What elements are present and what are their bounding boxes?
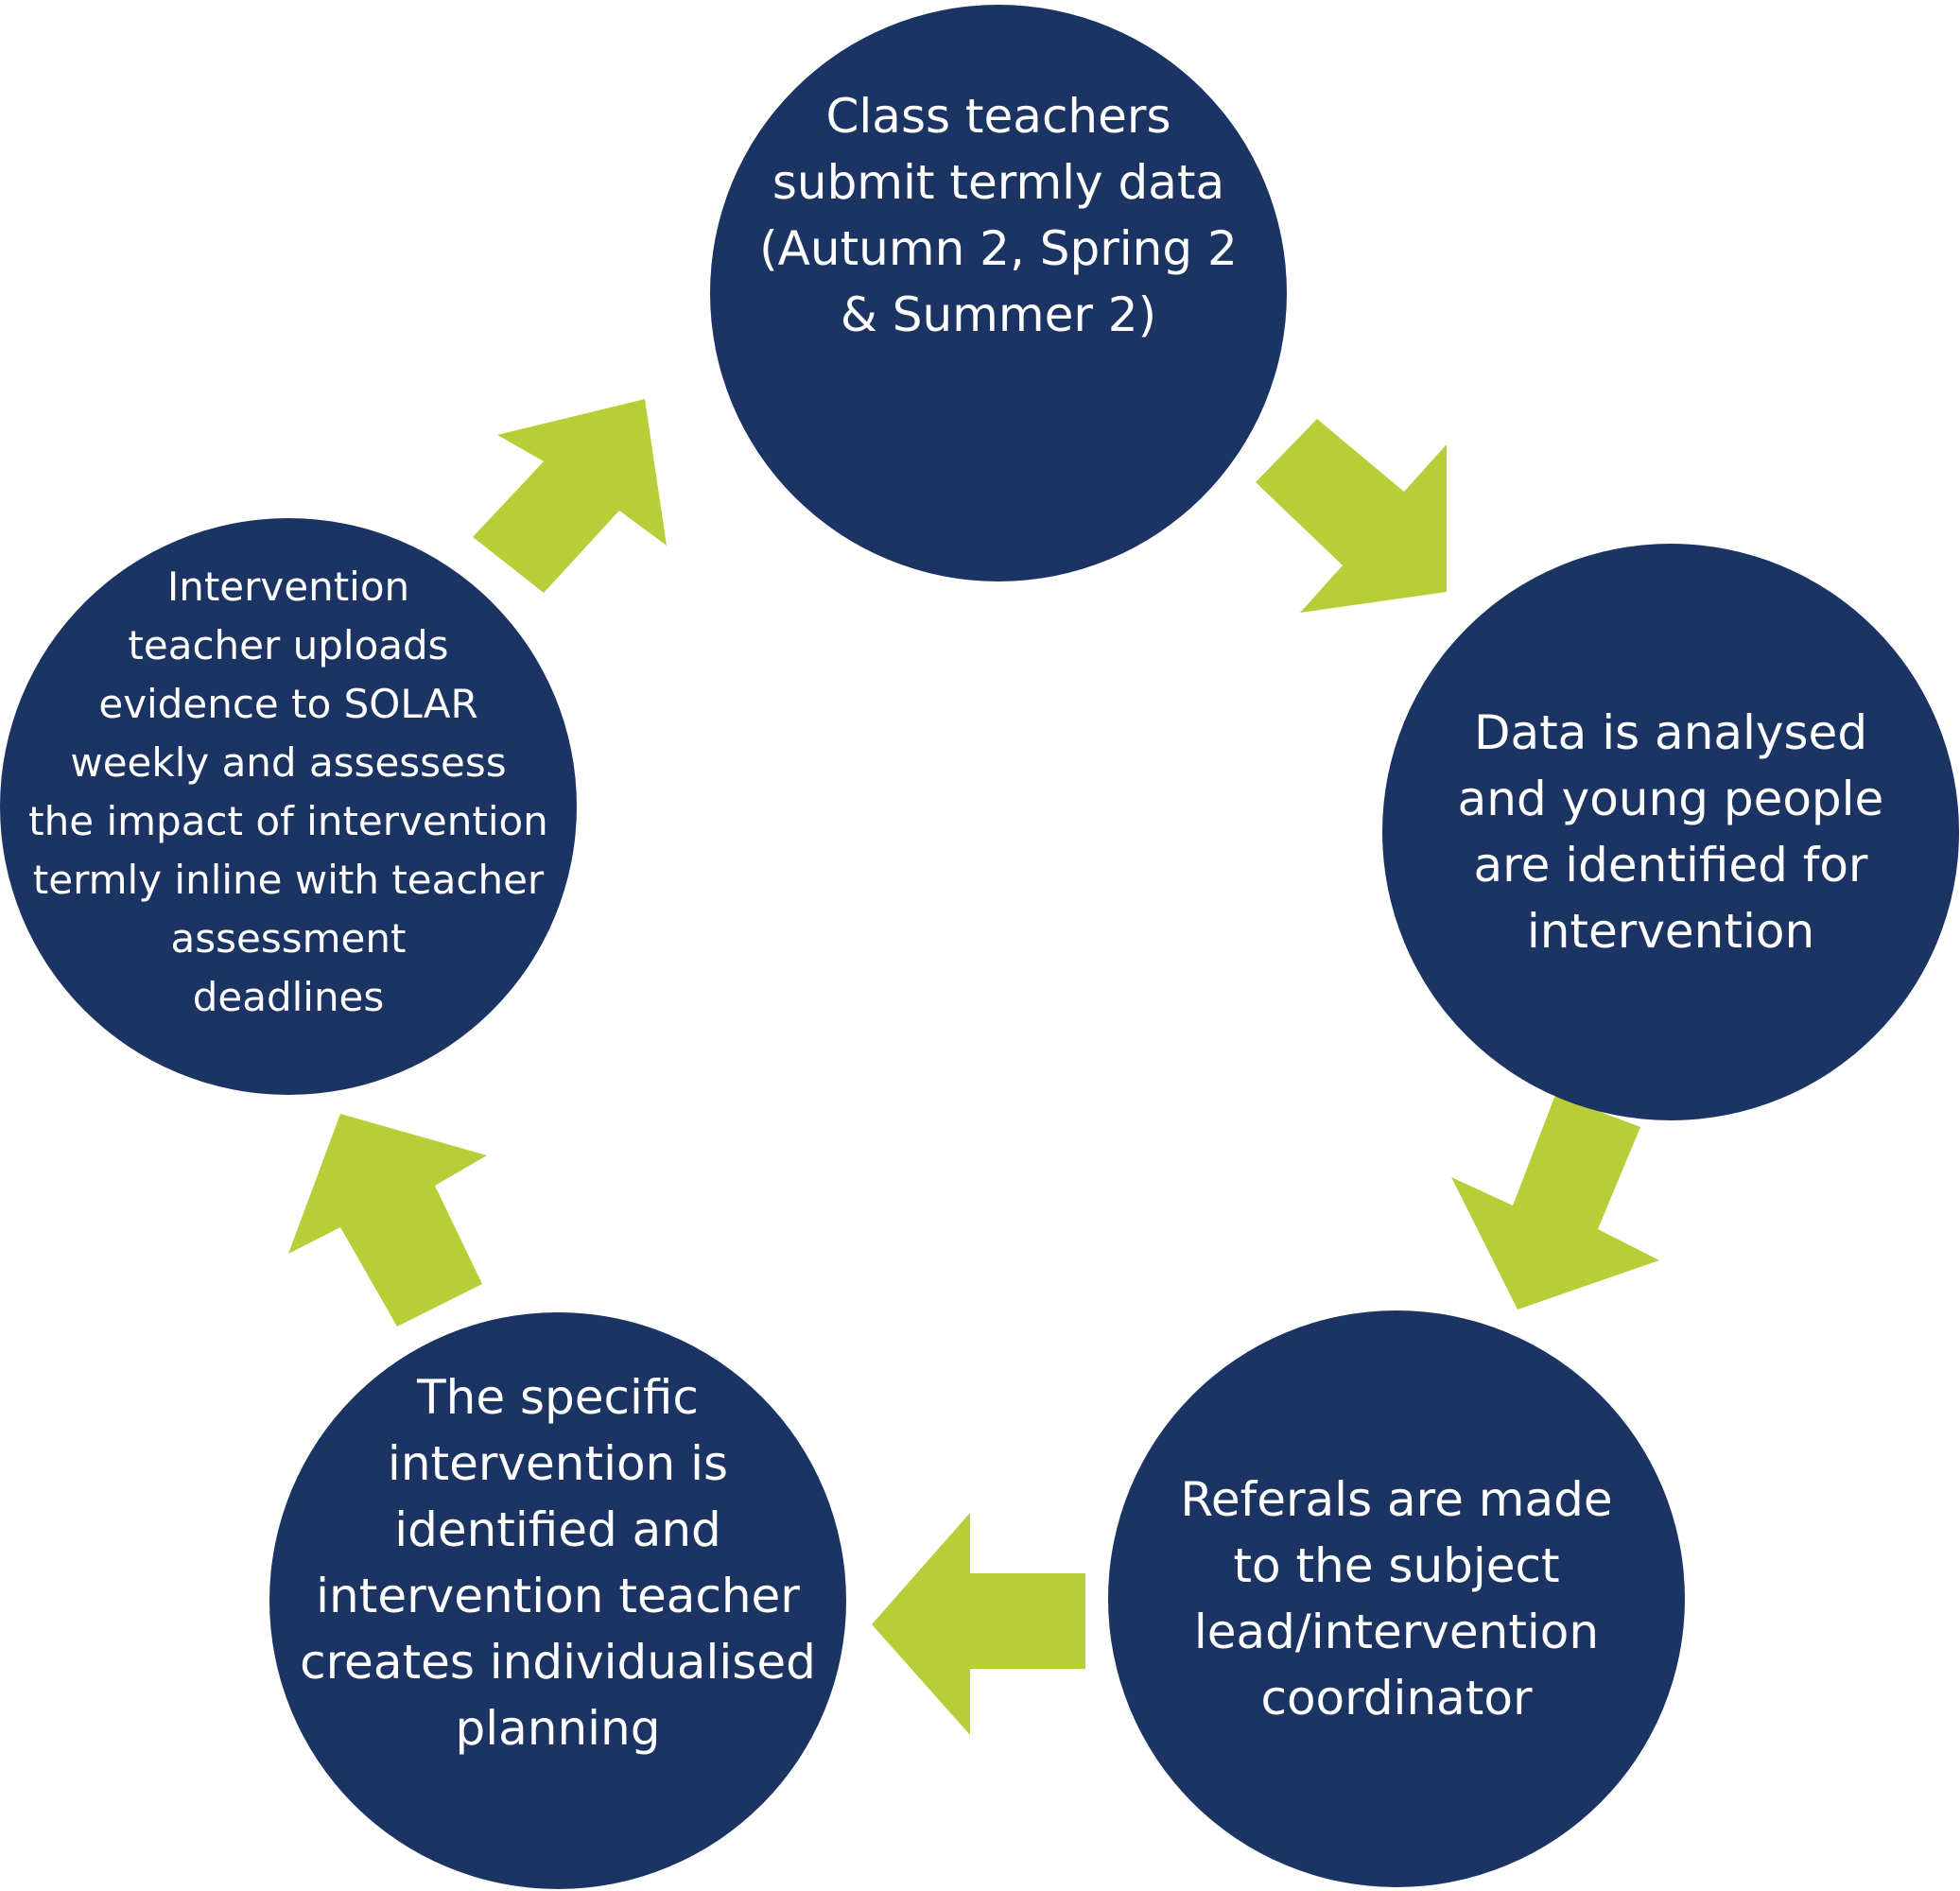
step-4-text: intervention teacher: [316, 1569, 800, 1623]
step-5-text: termly inline with teacher: [32, 857, 545, 903]
step-4-text: intervention is: [387, 1436, 729, 1491]
step-2-text: and young people: [1457, 772, 1884, 826]
step-4-circle: The specific intervention is identified …: [269, 1312, 846, 1889]
step-2-text: intervention: [1526, 904, 1815, 959]
step-5-text: evidence to SOLAR: [98, 681, 478, 727]
step-5-text: assessment: [170, 915, 407, 962]
step-2-text: are identified for: [1473, 838, 1868, 893]
step-5-text: the impact of intervention: [28, 798, 548, 844]
step-4-text: creates individualised: [300, 1635, 816, 1690]
step-3-circle: Referals are made to the subject lead/in…: [1108, 1310, 1685, 1887]
arrow-5-to-1: [473, 399, 667, 593]
step-3-text: to the subject: [1233, 1538, 1560, 1593]
step-3-text: coordinator: [1260, 1671, 1533, 1726]
step-5-text: weekly and assessess: [70, 739, 507, 786]
arrow-3-to-4: [872, 1513, 1085, 1735]
step-4-text: identified and: [394, 1502, 721, 1557]
step-3-text: lead/intervention: [1193, 1605, 1600, 1659]
step-5-text: deadlines: [192, 974, 385, 1020]
step-1-circle: Class teachers submit termly data (Autum…: [710, 5, 1287, 581]
step-4-text: The specific: [417, 1370, 699, 1425]
step-1-text: (Autumn 2, Spring 2: [759, 220, 1238, 276]
step-3-text: Referals are made: [1180, 1472, 1613, 1527]
step-1-text: Class teachers: [825, 88, 1171, 144]
arrow-1-to-2: [1256, 419, 1447, 613]
step-2-text: Data is analysed: [1473, 705, 1868, 760]
step-5-circle: Intervention teacher uploads evidence to…: [0, 518, 577, 1095]
step-4-text: planning: [455, 1701, 661, 1756]
step-2-circle: Data is analysed and young people are id…: [1382, 544, 1959, 1120]
step-1-text: submit termly data: [772, 154, 1225, 210]
step-1-text: & Summer 2): [840, 286, 1157, 342]
arrow-2-to-3: [1451, 1095, 1659, 1310]
step-5-text: teacher uploads: [128, 622, 449, 668]
step-5-text: Intervention: [166, 564, 410, 610]
arrow-4-to-5: [288, 1114, 487, 1327]
